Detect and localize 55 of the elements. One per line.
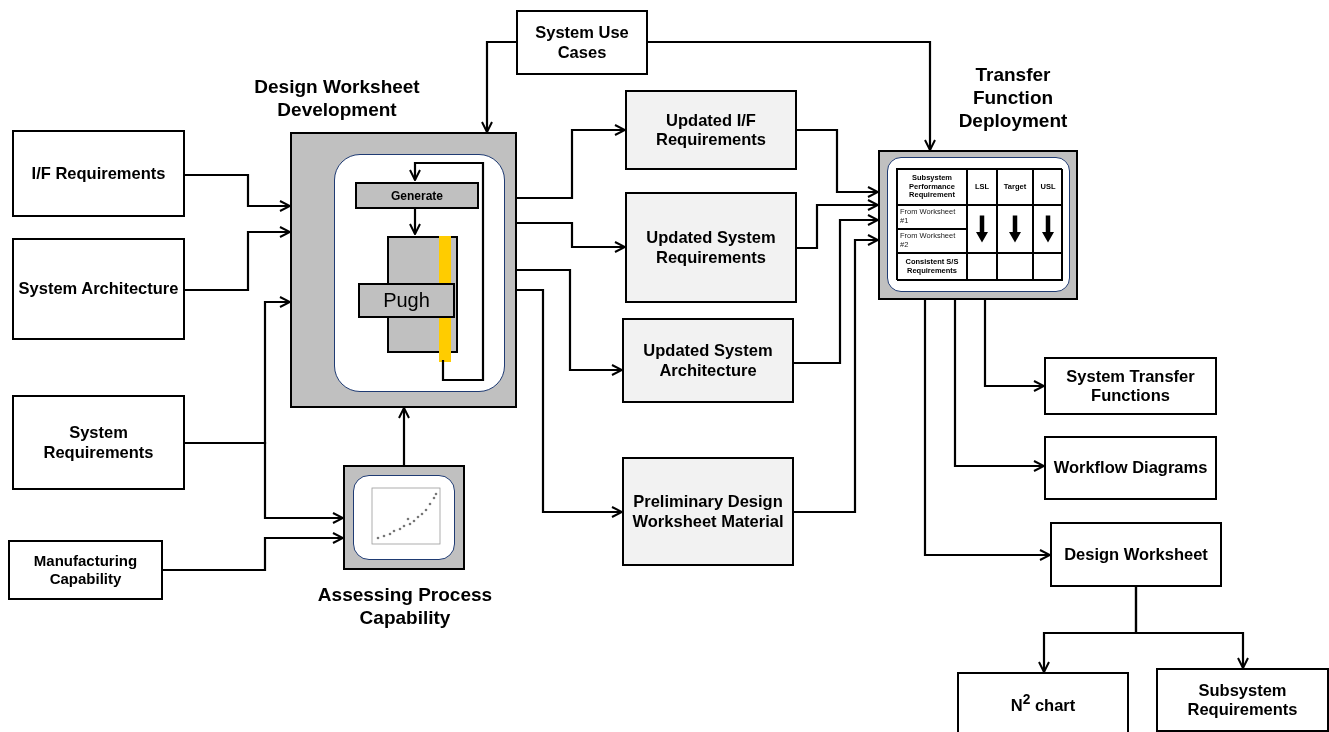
box-label: Manufacturing Capability bbox=[32, 552, 139, 588]
arrow bbox=[185, 226, 291, 292]
box-label: Design Worksheet bbox=[1064, 544, 1208, 565]
arrow bbox=[797, 199, 879, 250]
arrow bbox=[163, 532, 344, 572]
process-box bbox=[625, 90, 797, 170]
stage-heading: Design Worksheet Development bbox=[253, 76, 421, 122]
box-label: Workflow Diagrams bbox=[1053, 458, 1208, 478]
process-box bbox=[516, 10, 648, 75]
arrow bbox=[185, 173, 291, 212]
arrow bbox=[953, 300, 1045, 472]
box-label: System Requirements bbox=[42, 423, 155, 462]
process-box bbox=[12, 238, 185, 340]
arrow bbox=[517, 288, 623, 518]
process-box bbox=[1044, 357, 1217, 415]
box-label: Subsystem Requirements bbox=[1186, 680, 1299, 720]
arrow bbox=[517, 268, 623, 376]
box-label: Preliminary Design Worksheet Material bbox=[631, 492, 785, 531]
arrow bbox=[517, 221, 626, 253]
arrow bbox=[983, 300, 1045, 392]
box-label: Updated System Architecture bbox=[642, 341, 774, 380]
block-label: Generate bbox=[391, 188, 443, 203]
process-box bbox=[622, 318, 794, 403]
arrow bbox=[409, 161, 485, 382]
arrow bbox=[648, 40, 936, 151]
process-box bbox=[622, 457, 794, 566]
box-label: System Architecture bbox=[18, 279, 179, 299]
process-box bbox=[1156, 668, 1329, 732]
arrow bbox=[481, 40, 516, 133]
arrow bbox=[923, 300, 1051, 561]
stage-heading: Assessing Process Capability bbox=[316, 584, 494, 630]
arrow bbox=[517, 124, 626, 200]
process-box bbox=[12, 130, 185, 217]
process-block bbox=[358, 283, 455, 318]
process-box bbox=[12, 395, 185, 490]
process-box bbox=[1044, 436, 1217, 500]
stage-heading: Transfer Function Deployment bbox=[957, 64, 1069, 133]
arrow bbox=[1134, 587, 1249, 669]
arrow bbox=[794, 234, 879, 514]
box-label: System Transfer Functions bbox=[1065, 366, 1196, 406]
process-box bbox=[1050, 522, 1222, 587]
process-block bbox=[355, 182, 479, 209]
arrow bbox=[398, 407, 410, 465]
box-label: N$^{2}$ chart bbox=[1010, 691, 1076, 715]
arrow bbox=[409, 207, 421, 235]
box-label: Updated System Requirements bbox=[645, 228, 777, 267]
process-box bbox=[8, 540, 163, 600]
box-label: Updated I/F Requirements bbox=[655, 110, 767, 150]
process-box bbox=[625, 192, 797, 303]
arrow bbox=[794, 214, 879, 365]
arrow bbox=[797, 128, 879, 198]
block-label: Pugh bbox=[383, 289, 430, 312]
box-label: System Use Cases bbox=[534, 23, 630, 62]
process-box bbox=[957, 672, 1129, 732]
box-label: I/F Requirements bbox=[31, 163, 166, 184]
